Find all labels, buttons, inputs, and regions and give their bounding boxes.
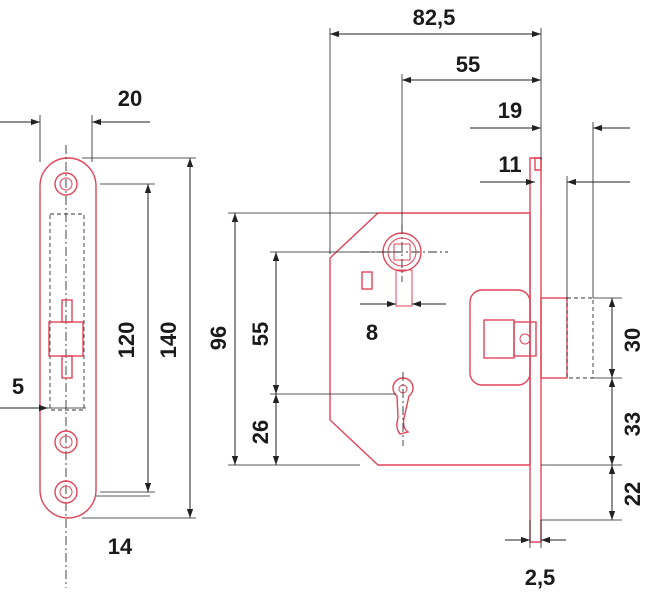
lock-case-outline: [329, 212, 531, 466]
spindle-label: 8: [366, 320, 378, 345]
plate-top-tab: [534, 157, 542, 171]
faceplate-hidden-body: [49, 213, 85, 411]
faceplate-length-label: 140: [156, 322, 181, 359]
top-screw-hole: [54, 172, 78, 196]
keyhole-offset-label: 26: [248, 420, 273, 444]
latch-opening: [48, 299, 84, 379]
height-label: 96: [206, 326, 231, 350]
faceplate-outline: [39, 157, 97, 519]
center-distance-label: 55: [248, 322, 273, 346]
case-slot: [361, 271, 373, 290]
bolt-offset-label: 33: [620, 412, 645, 436]
backset-total-label: 82,5: [413, 5, 456, 30]
latch-housing: [469, 289, 531, 386]
bottom-screw-hole: [54, 480, 78, 504]
latch-bolt: [483, 319, 515, 359]
latch-offset-label: 11: [498, 152, 521, 177]
bolt-throw-label: 19: [498, 98, 522, 123]
faceplate-hole-spacing-label: 120: [114, 322, 139, 359]
dead-bolt-hidden: [566, 297, 594, 379]
bottom-offset-label: 22: [620, 482, 645, 506]
faceplate-offset-label: 5: [12, 374, 24, 399]
keyhole: [392, 377, 414, 435]
side-view: 82,5 55 19 11 96 55 26 8: [206, 5, 645, 590]
faceplate-view: 20 140 120 5 14: [0, 86, 196, 588]
dead-bolt: [540, 297, 568, 379]
backset-label: 55: [456, 52, 480, 77]
plate-thickness-label: 2,5: [525, 565, 556, 590]
bolt-height-label: 30: [620, 328, 645, 352]
latch-bolt-head: [513, 321, 537, 357]
middle-screw-hole: [54, 430, 78, 454]
faceplate-thickness-label: 14: [108, 534, 133, 559]
faceplate-width-label: 20: [118, 86, 142, 111]
